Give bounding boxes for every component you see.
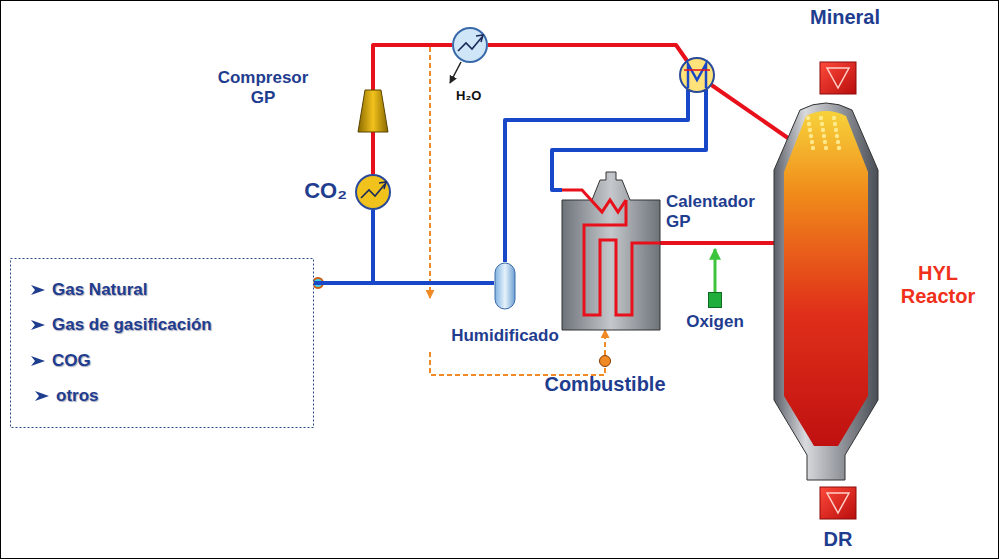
fuel-line	[430, 352, 605, 375]
vessel-node: Humidificado	[494, 262, 516, 310]
o2-node: Oxigen	[708, 292, 722, 308]
list-bullet	[30, 354, 46, 368]
vessel-shape	[494, 262, 516, 310]
pipe-connector	[373, 45, 452, 90]
reactor-node: HYL Reactor	[770, 100, 882, 480]
inlet-label: Mineral	[790, 6, 900, 29]
furnace-shape	[562, 170, 660, 330]
feed-option: Gas de gasificación	[52, 315, 212, 335]
equipment-label: HYL Reactor	[888, 262, 988, 308]
pipe-connector	[314, 281, 494, 285]
furnace-node: Calentador GP	[562, 170, 660, 330]
hxBlue-node: H₂O	[452, 27, 488, 63]
list-bullet	[34, 389, 50, 403]
pipe-connector	[714, 249, 717, 292]
compressor-node: Compresor GP	[358, 90, 388, 132]
hxGold-node: CO₂	[355, 174, 391, 210]
pipe-connector	[371, 132, 375, 174]
pipe-connector	[660, 241, 774, 245]
pipe-connector	[373, 210, 494, 283]
list-bullet	[30, 283, 46, 297]
equipment-label: CO₂	[295, 178, 347, 203]
pipe-connector	[604, 330, 606, 355]
o2-shape	[708, 292, 722, 308]
list-item: COG	[30, 351, 302, 371]
pipe-connector	[488, 45, 788, 138]
compressor-shape	[358, 90, 388, 132]
hxGold-shape	[355, 174, 391, 210]
dot-shape	[599, 355, 611, 367]
list-item: otros	[30, 386, 302, 406]
purge-line	[429, 47, 431, 298]
water-outlet-arrow	[450, 62, 461, 83]
equipment-label: H₂O	[456, 89, 500, 104]
dr-outlet-arrow	[820, 487, 856, 519]
mineral-inlet-arrow	[820, 62, 856, 94]
feed-option: COG	[52, 351, 91, 371]
feed-list-box: Gas NaturalGas de gasificaciónCOG otros	[10, 258, 314, 428]
list-item: Gas Natural	[30, 280, 302, 300]
equipment-label: Combustible	[529, 373, 681, 396]
hxBlue-shape	[452, 27, 488, 63]
outlet-label: DR	[808, 528, 868, 551]
equipment-label: Oxigen	[680, 312, 750, 332]
reactor-shape	[770, 100, 882, 480]
equipment-label: Compresor GP	[208, 68, 318, 107]
equipment-label: Calentador GP	[666, 192, 766, 231]
equipment-label: Humidificado	[434, 326, 576, 346]
dot-node: Combustible	[599, 355, 611, 367]
list-item: Gas de gasificación	[30, 315, 302, 335]
list-bullet	[30, 318, 46, 332]
feed-option: Gas Natural	[52, 280, 147, 300]
feed-option: otros	[56, 386, 99, 406]
